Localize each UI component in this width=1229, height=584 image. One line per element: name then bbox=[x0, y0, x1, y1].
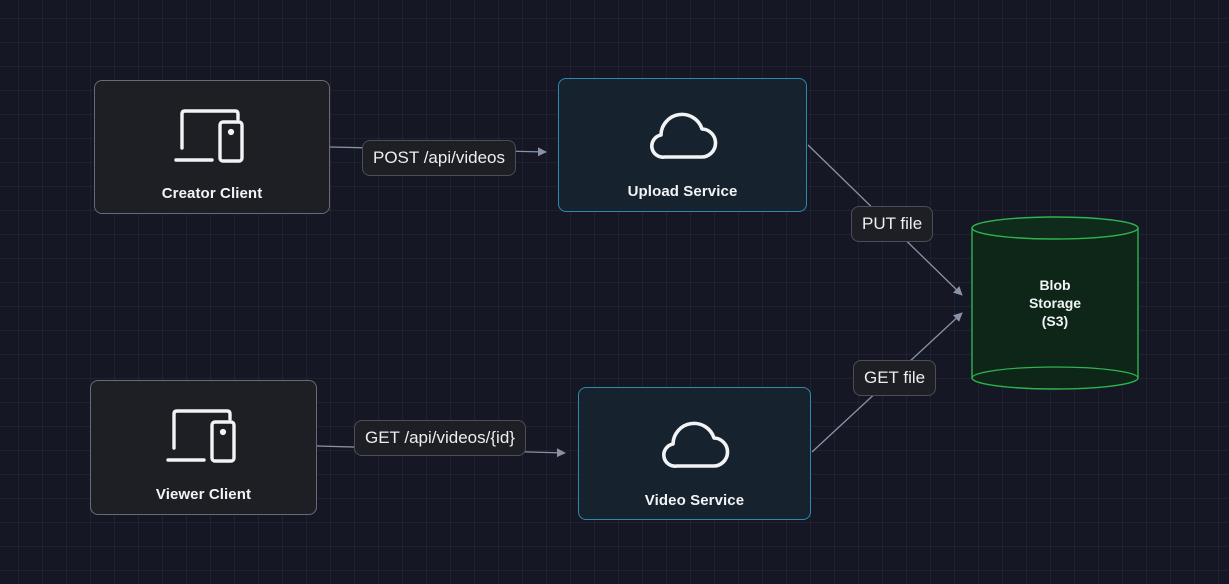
upload-service-label: Upload Service bbox=[627, 183, 738, 200]
video-service-node[interactable]: Video Service bbox=[578, 387, 811, 520]
edge-label-get-api-videos-id[interactable]: GET /api/videos/{id} bbox=[354, 420, 526, 456]
viewer-client-node[interactable]: Viewer Client bbox=[90, 380, 317, 515]
cloud-icon bbox=[649, 112, 717, 159]
devices-icon bbox=[165, 409, 236, 463]
edge-label-post-api-videos[interactable]: POST /api/videos bbox=[362, 140, 516, 176]
creator-client-label: Creator Client bbox=[161, 185, 263, 202]
viewer-client-label: Viewer Client bbox=[155, 486, 252, 503]
cloud-icon bbox=[661, 421, 729, 468]
cylinder-bottom-rim bbox=[971, 366, 1139, 379]
edge-label-put-file[interactable]: PUT file bbox=[851, 206, 934, 242]
edge-label-get-file[interactable]: GET file bbox=[853, 360, 937, 396]
blob-storage-label-line-1: Blob bbox=[1039, 277, 1071, 293]
devices-icon bbox=[174, 109, 244, 163]
blob-storage-label-line-3: (S3) bbox=[1041, 313, 1069, 329]
cylinder-body bbox=[971, 227, 1139, 390]
video-service-label: Video Service bbox=[644, 492, 745, 509]
blob-storage-label: Blob Storage (S3) bbox=[968, 276, 1142, 330]
blob-storage-node[interactable] bbox=[968, 214, 1142, 392]
blob-storage-label-line-2: Storage bbox=[1028, 295, 1082, 311]
upload-service-node[interactable]: Upload Service bbox=[558, 78, 807, 212]
creator-client-node[interactable]: Creator Client bbox=[94, 80, 330, 214]
cylinder-top bbox=[971, 216, 1139, 240]
